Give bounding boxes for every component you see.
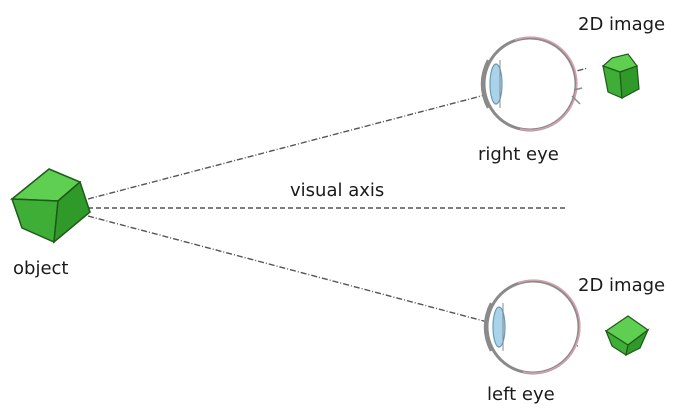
label-2d-image-top: 2D image (578, 14, 666, 35)
label-2d-image-bottom: 2D image (578, 275, 666, 296)
object-cube-icon (9, 168, 91, 244)
label-visual-axis: visual axis (290, 180, 385, 201)
label-left-eye: left eye (487, 384, 555, 405)
image-cube-bottom-icon (604, 315, 650, 357)
right-eye-icon (480, 36, 583, 132)
label-object: object (13, 258, 69, 279)
image-cube-top-icon (601, 53, 640, 99)
left-eye-icon (483, 279, 581, 375)
label-right-eye: right eye (478, 144, 559, 165)
